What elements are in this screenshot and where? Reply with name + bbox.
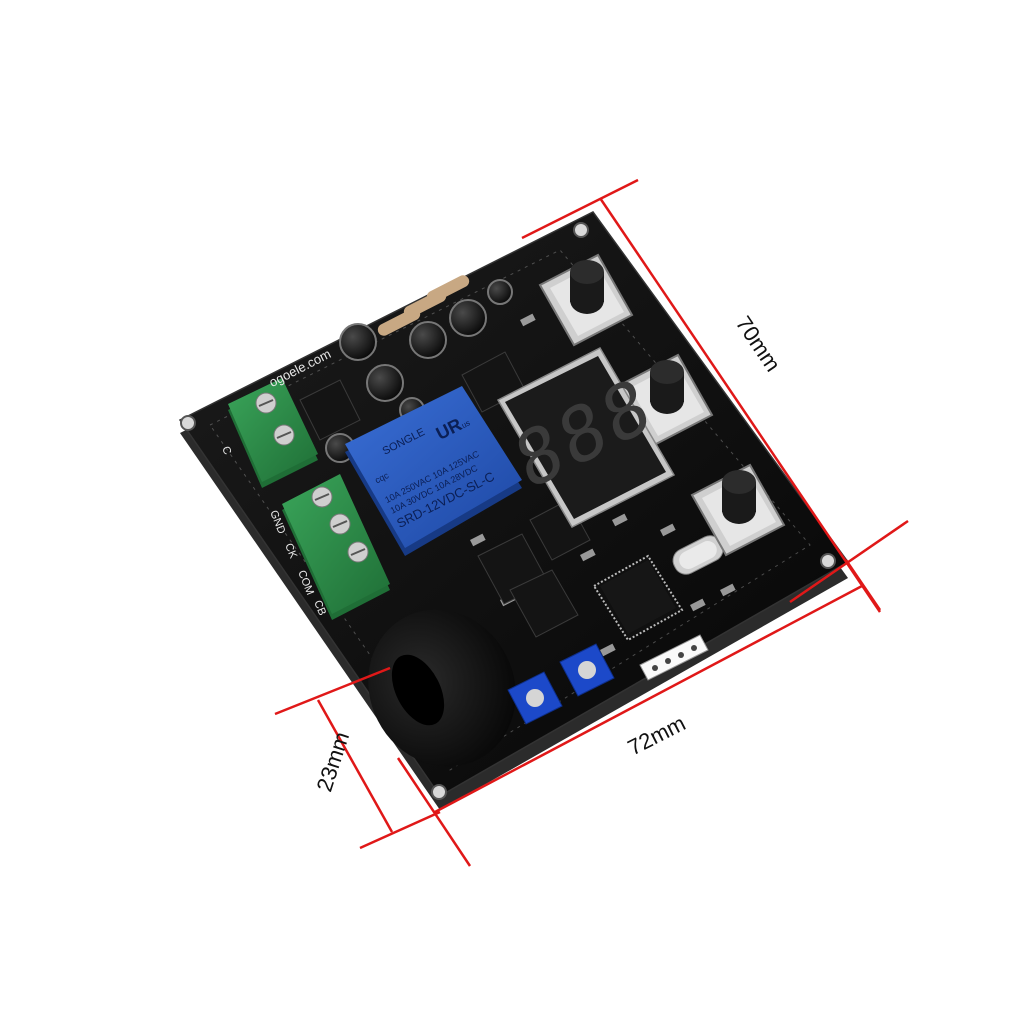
dimension-70mm-label: 70mm — [731, 311, 786, 376]
current-transformer — [368, 609, 516, 767]
trimmer-potentiometer-2[interactable] — [559, 643, 615, 697]
mounting-hole — [573, 222, 589, 238]
screw-terminal-2[interactable] — [282, 474, 390, 620]
dimension-23mm — [274, 666, 441, 850]
mounting-hole — [180, 415, 196, 431]
relay-ul-us: us — [460, 418, 472, 430]
silkscreen-terminal-ck: CK — [282, 542, 299, 561]
screw-terminal-1[interactable] — [228, 378, 318, 488]
microcontroller-chip — [592, 554, 684, 642]
dimension-70mm — [521, 178, 909, 613]
dimension-23mm-label: 23mm — [312, 729, 355, 795]
ic-chip — [299, 351, 591, 638]
through-hole-resistors — [377, 275, 470, 336]
silkscreen-terminal-cb: CB — [311, 599, 328, 618]
dimension-72mm-label: 72mm — [624, 710, 690, 760]
trimmer-potentiometer-1[interactable] — [507, 671, 563, 725]
seven-segment-display: 888 — [496, 347, 676, 528]
pin-header — [639, 634, 709, 681]
tactile-button-3[interactable] — [690, 463, 786, 557]
silkscreen-terminal-partial: C — [219, 445, 233, 457]
mounting-hole — [431, 784, 447, 800]
tactile-button-1[interactable] — [538, 253, 634, 347]
relay: SONGLE cqc UR us 10A 250VAC 10A 125VAC 1… — [345, 386, 522, 556]
mounting-hole — [820, 553, 836, 569]
dimension-72mm — [396, 559, 882, 867]
